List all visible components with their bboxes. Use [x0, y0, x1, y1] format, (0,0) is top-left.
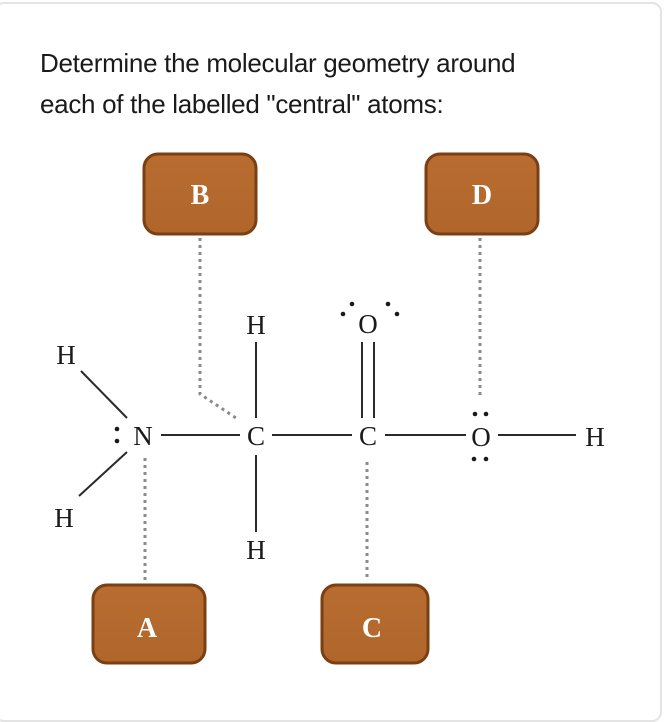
- label-d-text: D: [472, 180, 492, 211]
- atom-h-carbon-top: H: [246, 310, 266, 340]
- lone-pair-nitrogen-icon: [114, 426, 120, 444]
- lone-pairs: [114, 301, 489, 462]
- question-line-1: Determine the molecular geometry around: [40, 48, 516, 78]
- label-a-text: A: [137, 613, 158, 644]
- lone-pair-oxygen-hydroxyl-top-icon: [472, 411, 489, 417]
- bond-n-h-bottom: [78, 451, 128, 497]
- atom-oxygen-carbonyl: O: [358, 309, 378, 339]
- atom-oxygen-hydroxyl: O: [471, 422, 491, 452]
- pointer-lines: [143, 238, 482, 580]
- bonds: [78, 342, 576, 532]
- lone-pair-oxygen-carbonyl-left-icon: [340, 301, 355, 317]
- atom-h-hydroxyl: H: [585, 422, 605, 452]
- atom-carbon-carbonyl: C: [359, 421, 377, 451]
- atom-h-nitrogen-top: H: [56, 340, 76, 370]
- atom-nitrogen: N: [133, 421, 153, 451]
- lone-pair-oxygen-hydroxyl-bottom-icon: [471, 456, 489, 462]
- molecule-diagram: H H N C H H C O O H: [54, 152, 605, 665]
- question-line-2: each of the labelled "central" atoms:: [40, 89, 444, 119]
- label-box-d[interactable]: D: [424, 152, 540, 236]
- atom-h-carbon-bottom: H: [246, 535, 266, 565]
- label-box-c[interactable]: C: [320, 583, 430, 665]
- label-box-a[interactable]: A: [91, 583, 207, 665]
- lone-pair-oxygen-carbonyl-right-icon: [385, 301, 400, 317]
- bond-n-h-top: [80, 370, 128, 419]
- atom-carbon-alpha: C: [247, 421, 265, 451]
- pointer-line-b: [198, 238, 237, 420]
- label-b-text: B: [191, 180, 210, 211]
- label-box-b[interactable]: B: [142, 152, 258, 236]
- atom-h-nitrogen-bottom: H: [54, 503, 74, 533]
- label-c-text: C: [362, 613, 382, 644]
- question-text: Determine the molecular geometry around …: [40, 43, 640, 125]
- atoms: H H N C H H C O O H: [54, 309, 605, 565]
